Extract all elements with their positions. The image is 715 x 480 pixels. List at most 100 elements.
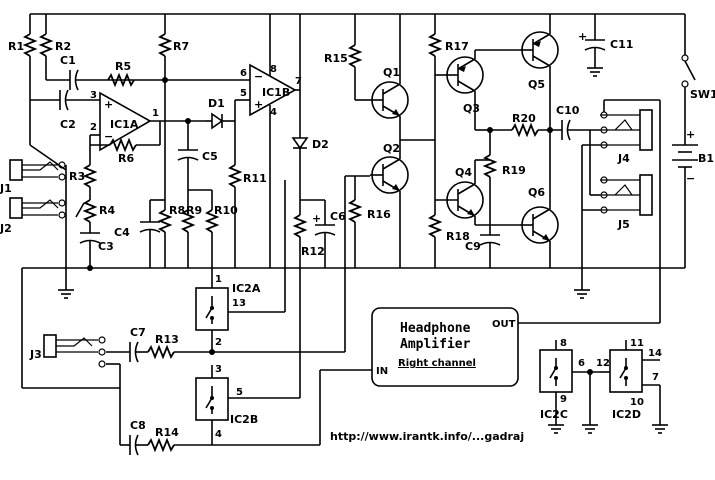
label-C7: C7 <box>130 326 146 339</box>
jack-J4 <box>600 109 653 151</box>
block-in-label: IN <box>376 366 388 377</box>
block-out-label: OUT <box>492 319 516 330</box>
label-R4: R4 <box>99 204 115 217</box>
label-R12: R12 <box>301 245 325 258</box>
resistor-R14 <box>147 437 175 453</box>
jack-J5 <box>600 174 653 216</box>
svg-text:2: 2 <box>215 337 222 348</box>
transistor-Q3 <box>446 56 484 94</box>
diode-D2 <box>291 137 309 150</box>
label-Q5: Q5 <box>528 78 545 91</box>
svg-text:7: 7 <box>295 76 302 87</box>
diode-D1 <box>211 112 224 130</box>
resistor-R20 <box>511 122 539 138</box>
label-R7: R7 <box>173 40 189 53</box>
svg-text:5: 5 <box>236 387 243 398</box>
svg-text:10: 10 <box>630 397 644 408</box>
label-J1: J1 <box>0 182 12 195</box>
switch-IC2D <box>609 349 643 393</box>
resistor-R15 <box>347 44 363 68</box>
svg-text:−: − <box>104 130 113 143</box>
source-url: http://www.irantk.info/...gadraj <box>330 430 524 443</box>
jack-J2 <box>9 197 66 219</box>
svg-text:5: 5 <box>240 88 247 99</box>
label-Q1: Q1 <box>383 66 400 79</box>
label-C6: C6 <box>330 210 346 223</box>
label-R11: R11 <box>243 172 267 185</box>
resistor-R1 <box>22 33 38 57</box>
label-R13: R13 <box>155 333 179 346</box>
label-R3: R3 <box>69 170 85 183</box>
label-C4: C4 <box>114 226 130 239</box>
label-Q3: Q3 <box>463 102 480 115</box>
label-R19: R19 <box>502 164 526 177</box>
svg-text:8: 8 <box>270 64 277 75</box>
resistor-R16 <box>347 199 363 223</box>
label-IC2A: IC2A <box>232 282 261 295</box>
label-R6: R6 <box>118 152 134 165</box>
resistor-R10 <box>204 209 220 233</box>
label-C5: C5 <box>202 150 218 163</box>
label-J5: J5 <box>617 218 630 231</box>
svg-text:+: + <box>686 128 695 141</box>
svg-text:11: 11 <box>630 338 644 349</box>
label-R8: R8 <box>169 204 185 217</box>
block-subtitle: Right channel <box>398 358 476 369</box>
svg-text:+: + <box>104 98 113 111</box>
label-R20: R20 <box>512 112 536 125</box>
block-title-line1: Headphone <box>400 321 471 336</box>
resistor-R3 <box>82 164 98 188</box>
label-R2: R2 <box>55 40 71 53</box>
svg-text:+: + <box>254 98 263 111</box>
label-SW1: SW1 <box>690 88 715 101</box>
label-Q2: Q2 <box>383 142 400 155</box>
resistor-R7 <box>157 33 173 57</box>
label-IC2B: IC2B <box>230 413 258 426</box>
svg-text:+: + <box>312 212 321 225</box>
resistor-R19 <box>482 154 498 178</box>
label-R15: R15 <box>324 52 348 65</box>
label-Q4: Q4 <box>455 166 472 179</box>
opamp-IC1A <box>99 91 152 152</box>
label-R18: R18 <box>446 230 470 243</box>
label-IC1A: IC1A <box>110 118 139 131</box>
svg-text:13: 13 <box>232 298 246 309</box>
svg-text:3: 3 <box>90 90 97 101</box>
resistor-R17 <box>427 33 443 57</box>
svg-text:14: 14 <box>648 348 662 359</box>
resistor-R5 <box>107 72 135 88</box>
label-R16: R16 <box>367 208 391 221</box>
svg-text:9: 9 <box>560 394 567 405</box>
label-C2: C2 <box>60 118 76 131</box>
label-J3: J3 <box>29 348 42 361</box>
svg-text:7: 7 <box>652 372 659 383</box>
svg-text:3: 3 <box>215 364 222 375</box>
label-R10: R10 <box>214 204 238 217</box>
headphone-amplifier-block <box>371 307 519 387</box>
label-C9: C9 <box>465 240 481 253</box>
resistor-R11 <box>227 164 243 188</box>
jack-J3 <box>43 334 106 368</box>
svg-text:1: 1 <box>215 274 222 285</box>
svg-text:6: 6 <box>578 358 585 369</box>
label-R1: R1 <box>8 40 24 53</box>
label-R17: R17 <box>445 40 469 53</box>
label-J2: J2 <box>0 222 12 235</box>
resistor-R2 <box>38 33 54 57</box>
svg-text:6: 6 <box>240 68 247 79</box>
label-C3: C3 <box>98 240 114 253</box>
svg-text:12: 12 <box>596 358 610 369</box>
resistor-R18 <box>427 214 443 238</box>
svg-text:1: 1 <box>152 108 159 119</box>
potentiometer-R4 <box>82 199 98 223</box>
label-D1: D1 <box>208 97 225 110</box>
label-C1: C1 <box>60 54 76 67</box>
svg-text:−: − <box>686 172 695 185</box>
label-C10: C10 <box>556 104 580 117</box>
label-D2: D2 <box>312 138 329 151</box>
label-Q6: Q6 <box>528 186 545 199</box>
resistor-R9 <box>180 209 196 233</box>
svg-text:−: − <box>254 70 263 83</box>
